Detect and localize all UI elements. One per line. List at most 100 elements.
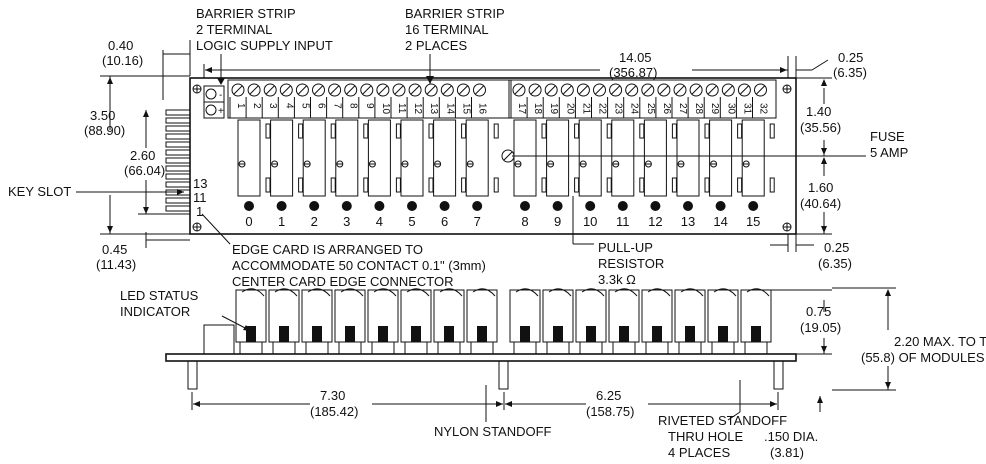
led-indicator bbox=[244, 201, 254, 211]
channel-label: 5 bbox=[408, 214, 415, 229]
standoff bbox=[187, 360, 198, 390]
terminal-screw bbox=[326, 83, 342, 118]
pin-1-label: 1 bbox=[196, 204, 203, 219]
led-side bbox=[477, 326, 487, 342]
terminal-number: 15 bbox=[460, 103, 471, 115]
svg-text:THRU HOLE: THRU HOLE bbox=[668, 429, 743, 444]
io-module bbox=[302, 119, 336, 211]
svg-text:(356.87): (356.87) bbox=[609, 65, 657, 80]
svg-text:NYLON STANDOFF: NYLON STANDOFF bbox=[434, 424, 552, 439]
terminal-number: 29 bbox=[709, 103, 720, 115]
svg-text:(3.81): (3.81) bbox=[770, 445, 804, 460]
logic-supply-terminal: - + bbox=[203, 85, 225, 119]
side-module bbox=[235, 288, 267, 354]
led-indicator bbox=[748, 201, 759, 211]
terminal-screw bbox=[245, 83, 261, 118]
led-indicator bbox=[439, 201, 450, 211]
channel-label: 9 bbox=[554, 214, 561, 229]
edge-finger bbox=[165, 173, 191, 180]
logic-terminal-side bbox=[203, 324, 235, 355]
channel-label: 7 bbox=[474, 214, 481, 229]
svg-text:(40.64): (40.64) bbox=[800, 196, 841, 211]
terminal-screw bbox=[655, 83, 671, 118]
led-side bbox=[619, 326, 629, 342]
led-side bbox=[718, 326, 728, 342]
terminal-screw bbox=[607, 83, 623, 118]
channel-label: 13 bbox=[681, 214, 695, 229]
svg-text:(185.42): (185.42) bbox=[310, 404, 358, 419]
terminal-number: 16 bbox=[477, 103, 488, 115]
terminal-screw bbox=[277, 83, 293, 118]
callout-barrier-strip-2: BARRIER STRIP 2 TERMINAL LOGIC SUPPLY IN… bbox=[196, 6, 333, 85]
io-module bbox=[611, 119, 645, 211]
svg-text:2.20 MAX. TO TOP: 2.20 MAX. TO TOP bbox=[894, 334, 986, 349]
svg-text:KEY SLOT: KEY SLOT bbox=[8, 184, 71, 199]
side-module bbox=[301, 288, 333, 354]
svg-text:14.05: 14.05 bbox=[619, 50, 652, 65]
led-side bbox=[751, 326, 761, 342]
terminal-screw bbox=[510, 83, 526, 118]
terminal-number: 14 bbox=[444, 103, 455, 115]
side-module bbox=[268, 288, 300, 354]
callout-barrier-strip-16: BARRIER STRIP 16 TERMINAL 2 PLACES bbox=[405, 6, 505, 84]
terminal-screw bbox=[471, 83, 486, 118]
io-module bbox=[676, 119, 710, 211]
svg-text:6.25: 6.25 bbox=[596, 388, 621, 403]
terminal-screw bbox=[358, 83, 374, 118]
led-indicator bbox=[617, 201, 628, 211]
terminal-number: 19 bbox=[548, 103, 559, 115]
edge-finger bbox=[165, 125, 191, 132]
terminal-screw bbox=[422, 83, 438, 118]
power-minus-label: - bbox=[219, 90, 222, 101]
svg-text:BARRIER STRIP: BARRIER STRIP bbox=[196, 6, 296, 21]
terminal-number: 18 bbox=[532, 103, 543, 115]
terminal-number: 11 bbox=[396, 103, 407, 114]
terminal-number: 25 bbox=[645, 103, 656, 115]
channel-label: 15 bbox=[746, 214, 760, 229]
io-module bbox=[400, 119, 434, 211]
dim-top-to-fuse: 1.40 (35.56) bbox=[796, 77, 841, 156]
led-indicator bbox=[650, 201, 661, 211]
callout-riveted-standoff: RIVETED STANDOFF THRU HOLE 4 PLACES .150… bbox=[658, 380, 823, 460]
svg-text:0.75: 0.75 bbox=[806, 304, 831, 319]
edge-card-fingers bbox=[165, 109, 191, 212]
side-module bbox=[575, 288, 607, 354]
svg-text:0.40: 0.40 bbox=[108, 38, 133, 53]
terminal-number: 32 bbox=[758, 103, 769, 115]
edge-finger bbox=[165, 141, 191, 148]
terminal-number: 1 bbox=[235, 103, 246, 109]
io-module bbox=[643, 119, 677, 211]
svg-text:2 TERMINAL: 2 TERMINAL bbox=[196, 22, 272, 37]
edge-finger bbox=[165, 197, 191, 204]
terminal-number: 10 bbox=[380, 103, 391, 115]
channel-label: 12 bbox=[648, 214, 662, 229]
side-module bbox=[334, 288, 366, 354]
led-side bbox=[520, 326, 530, 342]
side-module bbox=[509, 288, 541, 354]
led-indicator bbox=[407, 201, 417, 211]
terminal-screw bbox=[261, 83, 277, 118]
svg-text:0.45: 0.45 bbox=[102, 242, 127, 257]
terminal-screw bbox=[542, 83, 558, 118]
terminal-number: 17 bbox=[516, 103, 527, 115]
mount-hole bbox=[782, 84, 792, 94]
callout-fuse: FUSE 5 AMP bbox=[512, 129, 908, 160]
io-module bbox=[709, 119, 743, 211]
led-side bbox=[279, 326, 289, 342]
edge-finger bbox=[165, 205, 191, 212]
svg-text:(11.43): (11.43) bbox=[96, 257, 136, 272]
dim-bottom-left: 0.45 (11.43) bbox=[96, 232, 190, 272]
side-module bbox=[433, 288, 465, 354]
svg-text:(10.16): (10.16) bbox=[102, 53, 143, 68]
terminal-number: 8 bbox=[348, 103, 359, 109]
io-module bbox=[335, 119, 369, 211]
led-side bbox=[553, 326, 563, 342]
led-side bbox=[444, 326, 454, 342]
terminal-screw bbox=[719, 83, 735, 118]
terminal-screw bbox=[406, 83, 422, 118]
edge-finger bbox=[165, 165, 191, 172]
led-indicator bbox=[374, 201, 385, 211]
led-indicator bbox=[472, 201, 483, 211]
terminal-screw bbox=[342, 83, 358, 118]
